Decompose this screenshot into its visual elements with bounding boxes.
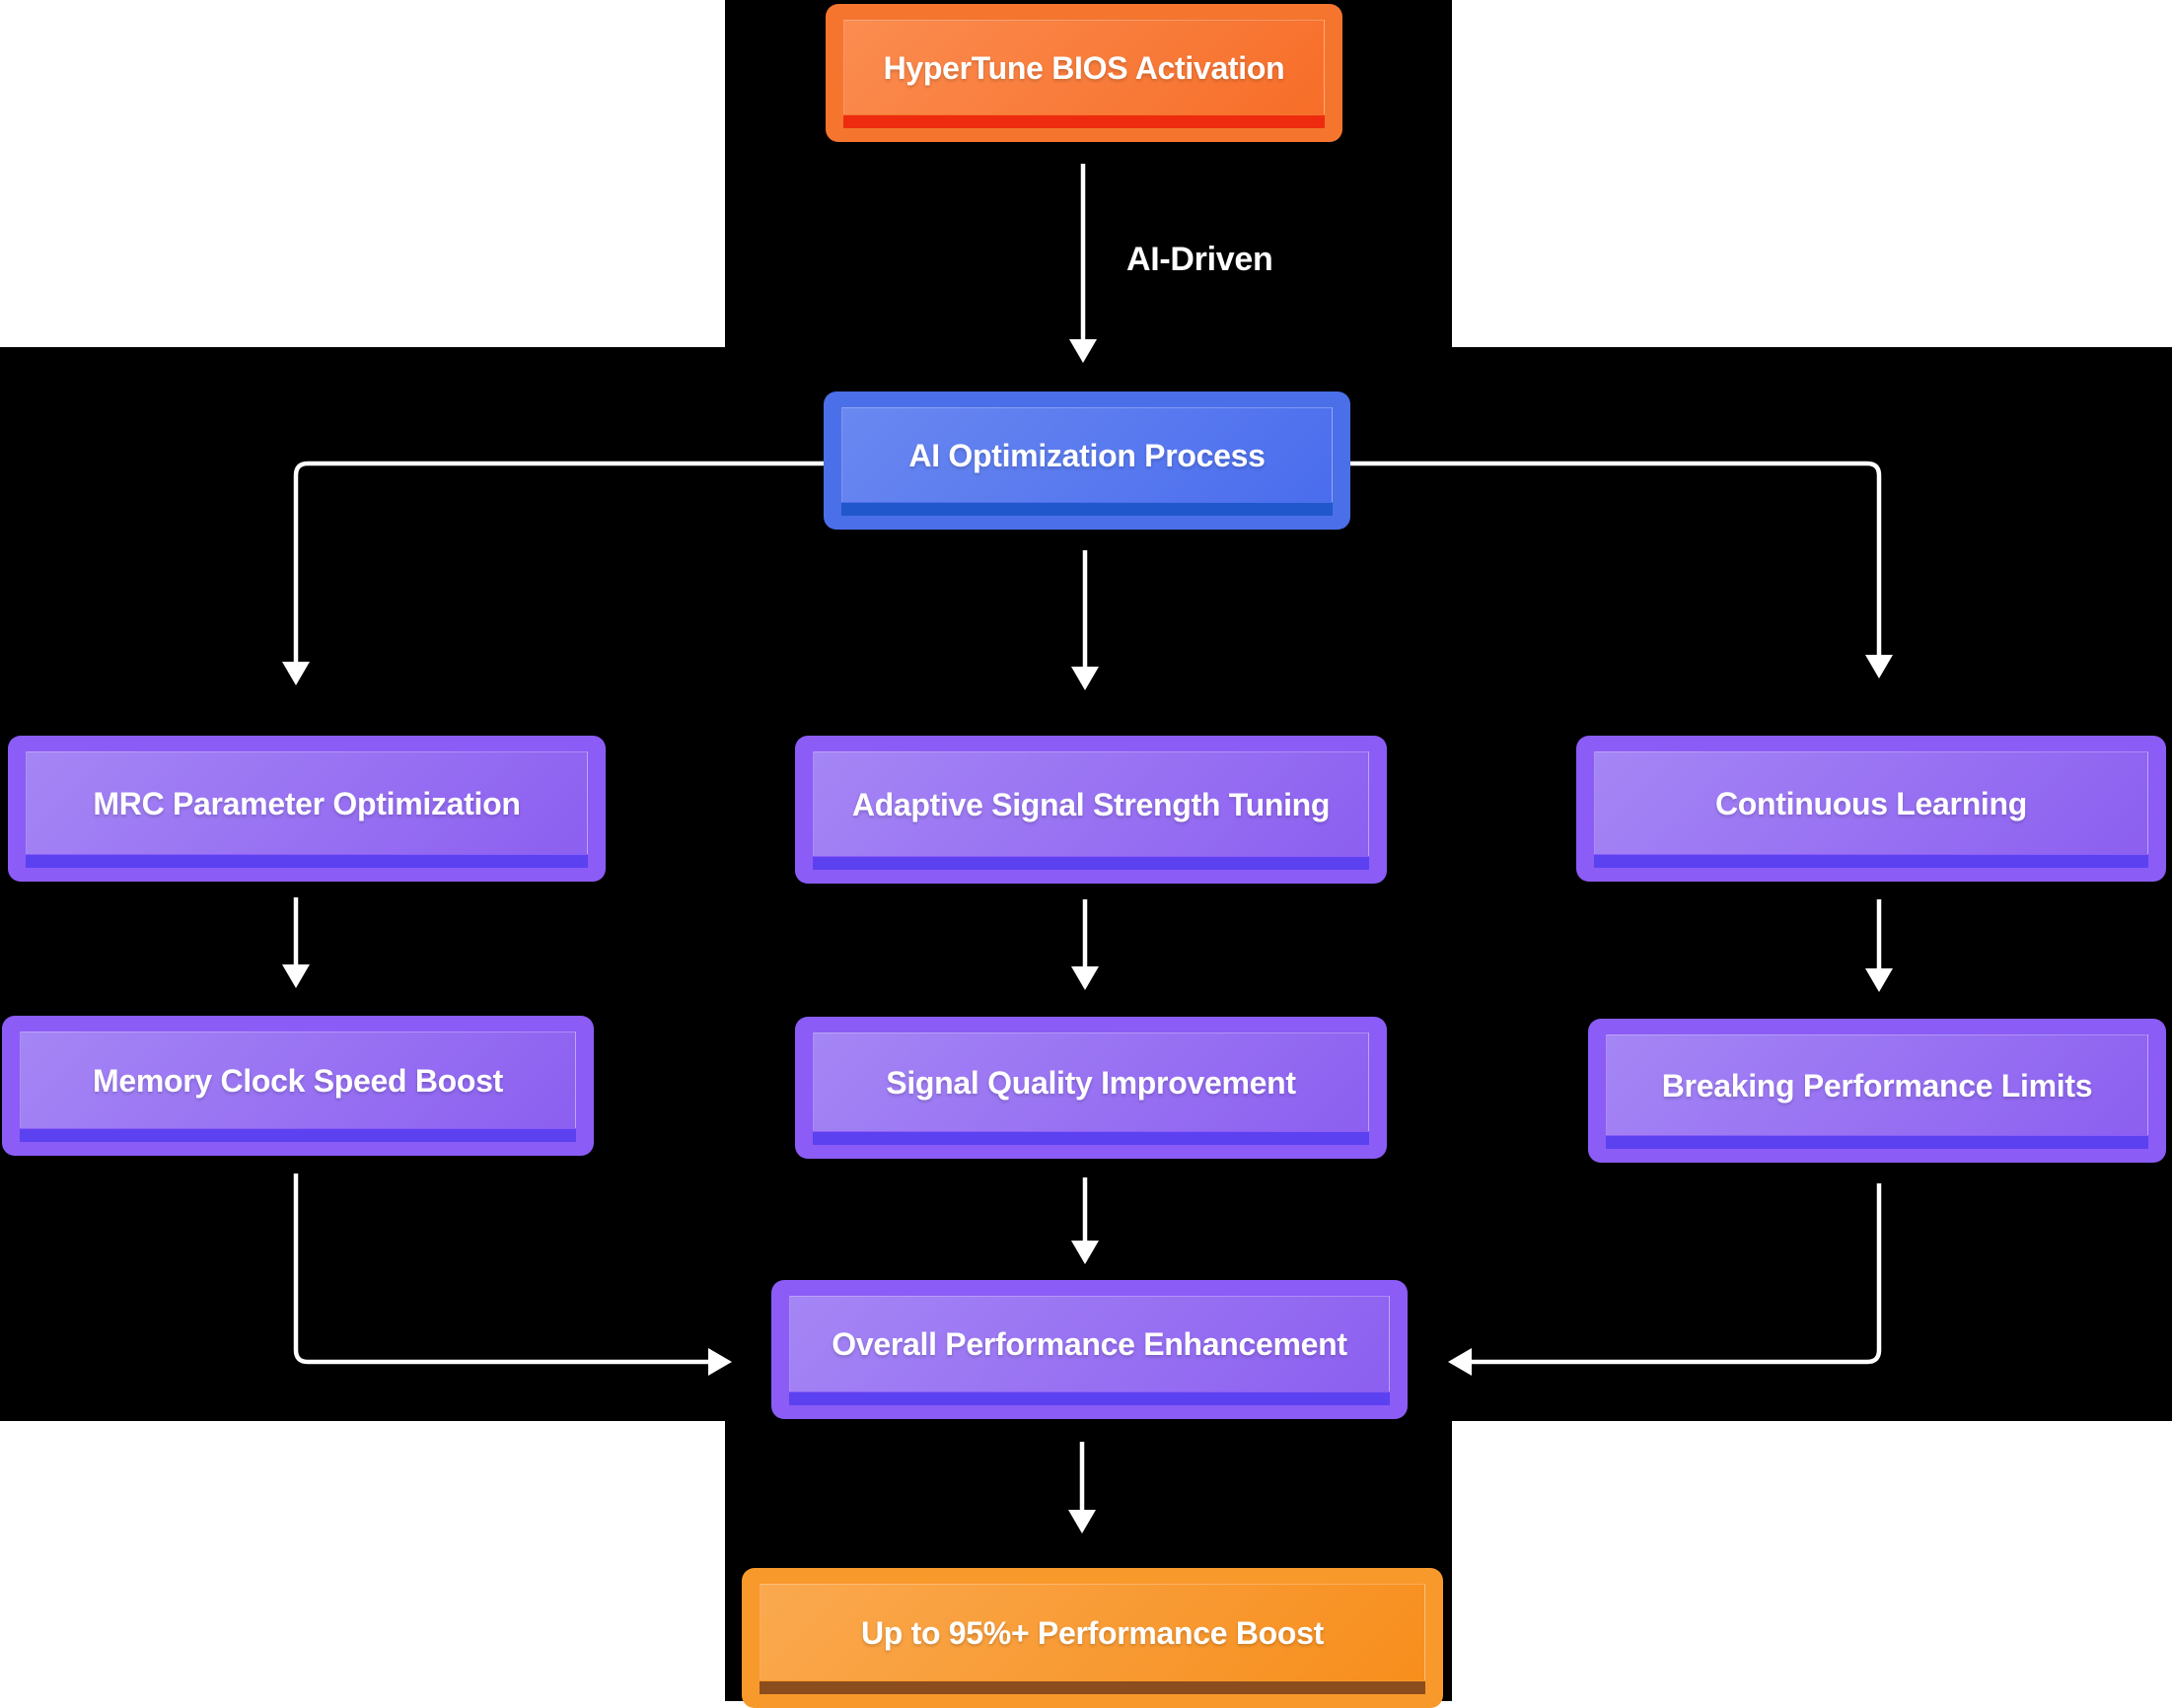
node-inner-panel: Breaking Performance Limits [1606,1034,2148,1135]
node-inner-panel: Adaptive Signal Strength Tuning [813,751,1369,856]
node-accent-stripe [841,503,1333,516]
node-label: Memory Clock Speed Boost [92,1062,503,1099]
node-accent-stripe [843,115,1325,128]
node-label: Continuous Learning [1714,785,2028,821]
node-continuous-learning: Continuous Learning [1576,736,2166,882]
node-inner-panel: Up to 95%+ Performance Boost [760,1584,1425,1680]
node-inner-panel: Overall Performance Enhancement [789,1296,1390,1391]
node-inner-panel: MRC Parameter Optimization [26,751,588,854]
node-inner-panel: Memory Clock Speed Boost [20,1032,576,1128]
node-inner-panel: Continuous Learning [1594,751,2148,854]
node-ai-optimization-process: AI Optimization Process [824,391,1350,530]
node-label: MRC Parameter Optimization [93,785,521,821]
node-label: HyperTune BIOS Activation [883,49,1285,86]
node-label: Signal Quality Improvement [886,1064,1296,1101]
node-accent-stripe [1594,855,2148,868]
node-label: Adaptive Signal Strength Tuning [851,786,1331,822]
node-label: Breaking Performance Limits [1661,1067,2093,1103]
node-accent-stripe [26,855,588,868]
edge-label-ai-driven: AI-Driven [1126,241,1273,278]
node-accent-stripe [789,1392,1390,1405]
node-hypertune-bios-activation: HyperTune BIOS Activation [826,4,1342,142]
node-accent-stripe [813,1132,1369,1145]
node-label: AI Optimization Process [908,437,1266,473]
node-inner-panel: HyperTune BIOS Activation [843,20,1325,114]
node-signal-quality-improvement: Signal Quality Improvement [795,1017,1387,1159]
node-accent-stripe [760,1681,1425,1694]
node-accent-stripe [1606,1136,2148,1149]
node-performance-boost-result: Up to 95%+ Performance Boost [742,1568,1443,1708]
node-accent-stripe [20,1129,576,1142]
node-accent-stripe [813,857,1369,870]
node-inner-panel: Signal Quality Improvement [813,1032,1369,1131]
node-label: Overall Performance Enhancement [832,1326,1347,1362]
node-mrc-parameter-optimization: MRC Parameter Optimization [8,736,606,882]
node-inner-panel: AI Optimization Process [841,407,1333,502]
node-memory-clock-speed-boost: Memory Clock Speed Boost [2,1016,594,1156]
node-breaking-performance-limits: Breaking Performance Limits [1588,1019,2166,1163]
node-adaptive-signal-strength-tuning: Adaptive Signal Strength Tuning [795,736,1387,884]
node-overall-performance-enhancement: Overall Performance Enhancement [771,1280,1408,1419]
node-label: Up to 95%+ Performance Boost [860,1614,1325,1651]
